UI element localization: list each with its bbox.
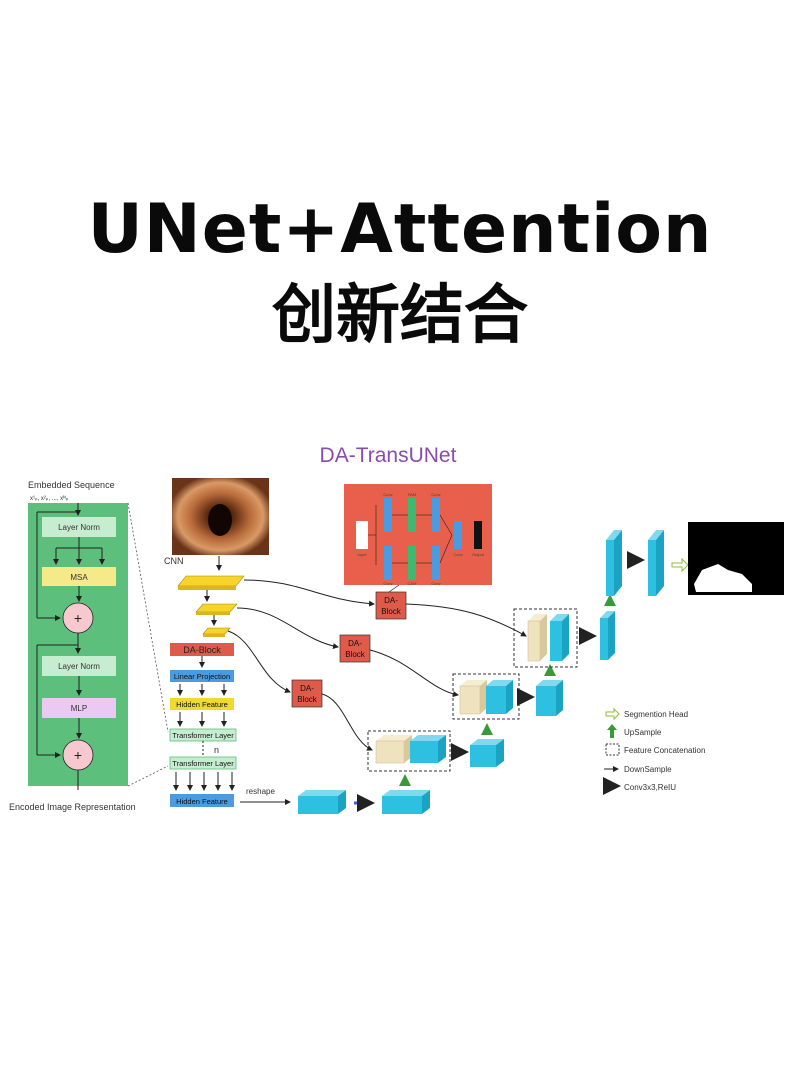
inset-conv-label-3: Conv: [383, 581, 392, 586]
da-block-2-line2: Block: [345, 650, 366, 659]
hidden-feature-label-1: Hidden Feature: [176, 700, 228, 709]
legend-conv: Conv3x3,ReIU: [624, 783, 676, 792]
inset-output-label: Output: [472, 552, 485, 557]
dashed-box-icon: [605, 743, 620, 756]
legend-feature-concatenation: Feature Concatenation: [624, 746, 705, 755]
layer-count-label: n: [214, 745, 219, 755]
da-block-1-line1: DA-: [384, 596, 398, 605]
inset-pam-label: PAM: [408, 492, 416, 497]
output-cube-2: [648, 530, 664, 596]
da-block-2-line1: DA-: [348, 639, 362, 648]
mlp-block: [42, 698, 116, 718]
hidden-feature-block-2: [170, 794, 234, 807]
cnn-feature-map-2: [195, 603, 238, 613]
decoder-cube-1b: [600, 611, 615, 660]
msa-block: [42, 567, 116, 586]
hidden-feature-block-1: [170, 698, 234, 710]
encoded-image-label: Encoded Image Representation: [9, 802, 136, 812]
inset-conv-label-1: Conv: [383, 492, 392, 497]
cnn-feature-map-1: [177, 575, 245, 587]
da-block-1-line2: Block: [381, 607, 402, 616]
add-node-2-label: +: [74, 747, 82, 763]
embedded-sequence-label: Embedded Sequence: [28, 480, 115, 490]
bottleneck-cube-1: [298, 790, 346, 814]
da-block-3-line2: Block: [297, 695, 318, 704]
da-block-1: [375, 591, 407, 620]
decoder-cube-2b: [536, 680, 563, 716]
bottleneck-cube-2: [382, 790, 430, 814]
decoder-cube-3b: [470, 739, 504, 767]
da-block-detail-inset: [344, 484, 492, 585]
page-subtitle: 创新结合: [272, 279, 528, 353]
inset-input-label: Input: [358, 552, 368, 557]
skip-feature-cube-1: [527, 614, 547, 662]
up-arrow-icon: [607, 724, 617, 738]
da-block-3-line1: DA-: [300, 684, 314, 693]
legend-upsample: UpSample: [624, 728, 662, 737]
concat-box-1: [513, 608, 578, 668]
decoder-cube-3a: [410, 735, 446, 763]
mlp-label: MLP: [71, 704, 87, 713]
hollow-arrow-icon: [605, 707, 620, 721]
inset-conv-label-4: Conv: [431, 581, 440, 586]
layer-norm-block-2: [42, 656, 116, 676]
output-cube-1: [606, 530, 622, 596]
diagram-title: DA-TransUNet: [320, 444, 457, 467]
da-block-2: [339, 634, 371, 663]
linear-projection-label: Linear Projection: [174, 672, 230, 681]
hidden-feature-label-2: Hidden Feature: [176, 797, 228, 806]
embedded-formula: x¹ₚ, x²ₚ, ..., xᴺₚ: [30, 495, 69, 502]
da-block-main: [170, 643, 234, 656]
page-title: UNet+Attention: [87, 190, 713, 269]
transformer-layer-2: [169, 756, 237, 770]
layer-norm-label-2: Layer Norm: [58, 662, 100, 671]
inset-cam-label: CAM: [408, 581, 417, 586]
legend-segmentation-head: Segmention Head: [624, 710, 688, 719]
da-block-main-label: DA-Block: [183, 645, 221, 655]
transformer-layer-label-1: Transformer Layer: [172, 731, 234, 740]
layer-norm-block-1: [42, 517, 116, 537]
reshape-label: reshape: [246, 787, 275, 796]
skip-feature-cube-3: [375, 735, 412, 764]
msa-label: MSA: [70, 573, 88, 582]
decoder-cube-2a: [486, 680, 513, 714]
inset-conv-label-2: Conv: [431, 492, 440, 497]
inset-conv-label-5: Conv: [453, 552, 462, 557]
concat-box-2: [452, 673, 520, 720]
layer-norm-label-1: Layer Norm: [58, 523, 100, 532]
legend-downsample: DownSample: [624, 765, 672, 774]
concat-box-3: [367, 730, 451, 772]
transformer-layer-label-2: Transformer Layer: [172, 759, 234, 768]
cnn-feature-map-3: [202, 627, 231, 635]
decoder-cube-1a: [550, 614, 569, 661]
cnn-label: CNN: [164, 556, 184, 566]
skip-feature-cube-2: [459, 680, 487, 715]
da-block-3: [291, 679, 323, 708]
linear-projection-block: [170, 670, 234, 682]
add-node-1-label: +: [74, 610, 82, 626]
